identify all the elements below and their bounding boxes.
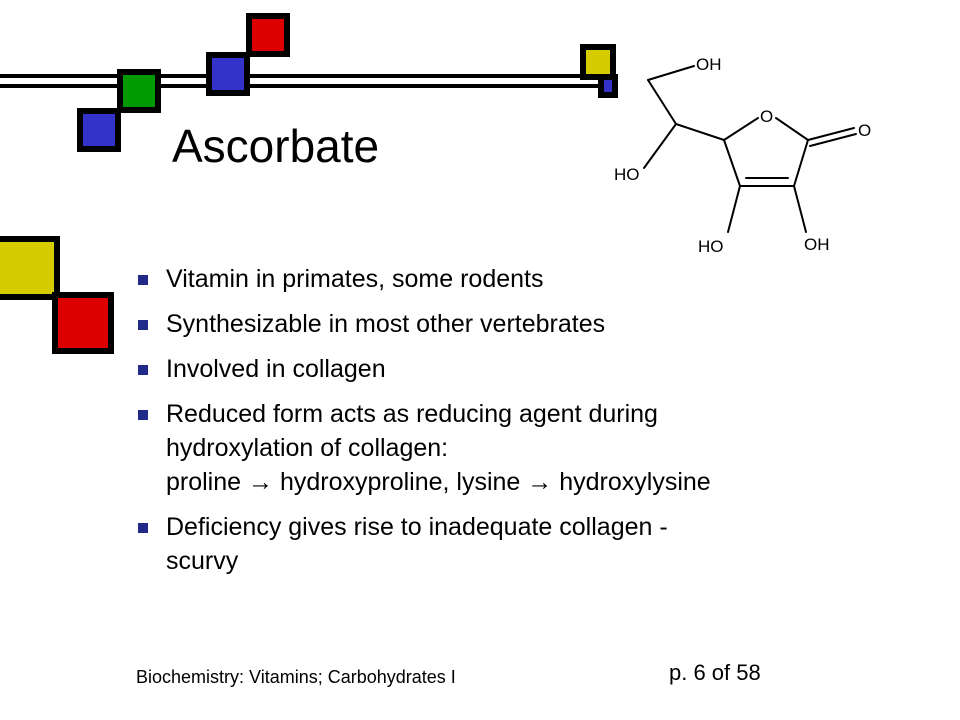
square-bullet-icon (138, 410, 148, 420)
deco-square-red-top (246, 13, 290, 57)
bond-c6-c4 (675, 123, 725, 141)
label-carbonyl-o: O (858, 121, 871, 140)
deco-square-green (117, 69, 161, 113)
label-oh-top: OH (696, 55, 722, 74)
square-bullet-icon (138, 523, 148, 533)
bullet-text: Reduced form acts as reducing agent duri… (166, 400, 658, 428)
header-rule-bottom (0, 84, 612, 88)
bullet-item: Vitamin in primates, some rodents (130, 262, 850, 296)
deco-square-yellow-left (0, 236, 60, 300)
label-ho-left: HO (614, 165, 640, 184)
bullet-text: Deficiency gives rise to inadequate coll… (166, 513, 668, 541)
deco-square-red-left (52, 292, 114, 354)
bond-oh-ch2 (647, 65, 695, 81)
bond-oring-c1 (775, 117, 809, 141)
label-ho-bottom: HO (698, 237, 724, 256)
ascorbate-structure-diagram: OH O O HO HO OH (614, 55, 871, 256)
bond-carbonyl (807, 127, 855, 141)
bullet-text: scurvy (166, 547, 239, 575)
slide-title: Ascorbate (172, 120, 380, 172)
footer-course-title: Biochemistry: Vitamins; Carbohydrates I (136, 667, 456, 687)
bullet-item: Reduced form acts as reducing agent duri… (130, 397, 850, 499)
bullet-text: Involved in collagen (166, 355, 386, 383)
bullet-text: hydroxylation of collagen: (166, 434, 449, 462)
page-number: p. 6 of 58 (669, 660, 761, 685)
bullet-item: Synthesizable in most other vertebrates (130, 307, 850, 341)
header-rule-top (0, 74, 612, 78)
bullet-text: proline → hydroxyproline, lysine → hydro… (166, 468, 711, 496)
deco-square-blue-right (598, 74, 618, 98)
bond-c3-ho (727, 185, 741, 233)
bond-ch2-c6 (647, 79, 677, 125)
bullet-list: Vitamin in primates, some rodents Synthe… (130, 262, 850, 589)
bullet-item: Involved in collagen (130, 352, 850, 386)
bond-carbonyl-double (809, 133, 857, 147)
square-bullet-icon (138, 320, 148, 330)
bond-c2-oh (793, 185, 807, 233)
bullet-text: Synthesizable in most other vertebrates (166, 310, 606, 338)
bond-c3-c4 (723, 139, 741, 187)
label-ring-o: O (760, 107, 773, 126)
bond-c4-oring (723, 117, 759, 141)
bullet-item: Deficiency gives rise to inadequate coll… (130, 510, 850, 578)
deco-square-blue-left (77, 108, 121, 152)
bond-c1-c2 (793, 139, 809, 187)
label-oh-bottom: OH (804, 235, 830, 254)
square-bullet-icon (138, 365, 148, 375)
square-bullet-icon (138, 275, 148, 285)
deco-square-blue-top (206, 52, 250, 96)
bond-c6-ho (643, 123, 677, 169)
bullet-text: Vitamin in primates, some rodents (166, 265, 544, 293)
